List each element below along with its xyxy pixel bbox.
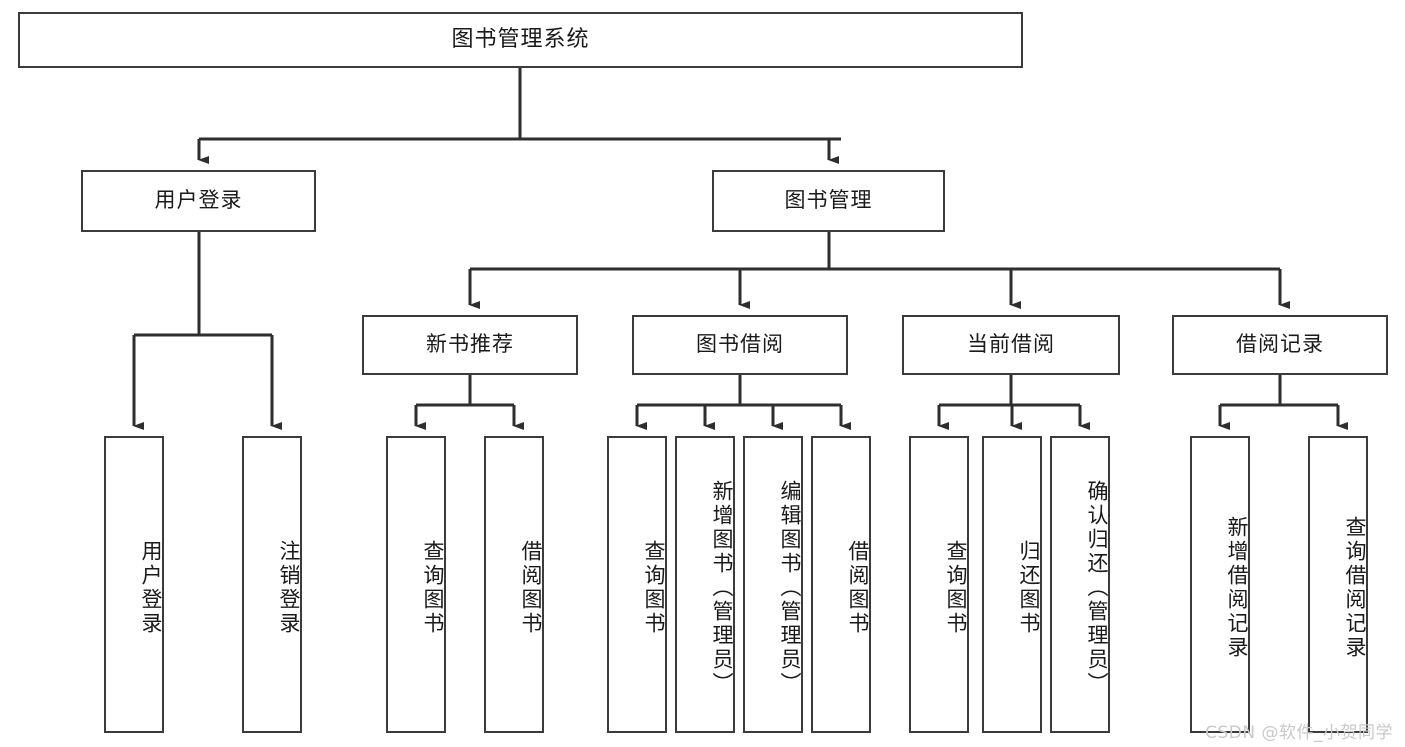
node-leaf-record-add-record[interactable]: 新增借阅记录 (1190, 436, 1250, 733)
csdn-watermark: CSDN @软件_小贺同学 (1205, 723, 1393, 743)
node-leaf-newbook-borrow-book[interactable]: 借阅图书 (484, 436, 544, 733)
node-leaf-borrow-add-book-admin[interactable]: 新增图书（管理员） (675, 436, 735, 733)
node-leaf-current-query-book[interactable]: 查询图书 (909, 436, 969, 733)
node-level3-current-borrow[interactable]: 当前借阅 (902, 315, 1120, 375)
node-level2-book-management[interactable]: 图书管理 (712, 170, 945, 232)
node-root[interactable]: 图书管理系统 (18, 12, 1023, 68)
node-level2-user-login[interactable]: 用户登录 (81, 170, 316, 232)
node-leaf-current-confirm-return-admin[interactable]: 确认归还（管理员） (1050, 436, 1110, 733)
node-leaf-user-logout[interactable]: 注销登录 (242, 436, 302, 733)
node-leaf-borrow-query-book[interactable]: 查询图书 (607, 436, 667, 733)
node-level3-new-book-recommend[interactable]: 新书推荐 (362, 315, 578, 375)
node-leaf-current-return-book[interactable]: 归还图书 (982, 436, 1042, 733)
node-leaf-borrow-lend-book[interactable]: 借阅图书 (811, 436, 871, 733)
node-level3-book-borrow[interactable]: 图书借阅 (632, 315, 848, 375)
node-leaf-user-login[interactable]: 用户登录 (104, 436, 164, 733)
node-leaf-newbook-query-book[interactable]: 查询图书 (386, 436, 446, 733)
node-leaf-borrow-edit-book-admin[interactable]: 编辑图书（管理员） (743, 436, 803, 733)
node-level3-borrow-record[interactable]: 借阅记录 (1172, 315, 1388, 375)
node-leaf-record-query-record[interactable]: 查询借阅记录 (1308, 436, 1368, 733)
